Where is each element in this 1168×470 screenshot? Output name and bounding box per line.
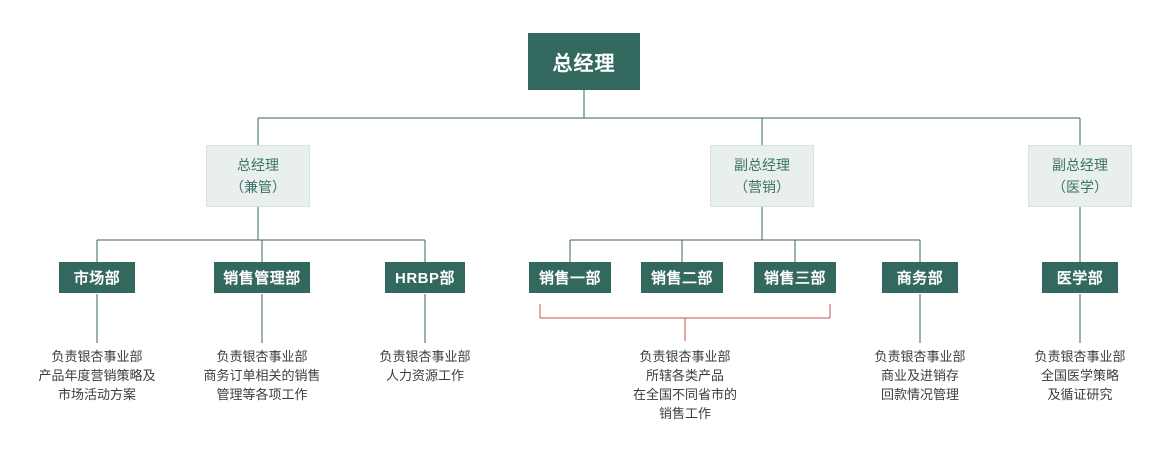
description-marketing-dept: 负责银杏事业部 产品年度营销策略及 市场活动方案 bbox=[38, 349, 156, 402]
org-node-deputy-gm-medical: 副总经理 （医学） bbox=[1028, 145, 1132, 207]
org-node-sales-dept-1: 销售一部 bbox=[529, 262, 611, 293]
org-node-sales-dept-2: 销售二部 bbox=[641, 262, 723, 293]
description-hrbp-dept: 负责银杏事业部 人力资源工作 bbox=[379, 349, 471, 383]
description-medical-dept: 负责银杏事业部 全国医学策略 及循证研究 bbox=[1034, 349, 1126, 402]
hierarchy-lines bbox=[96, 90, 1081, 343]
description-sales-depts: 负责银杏事业部 所辖各类产品 在全国不同省市的 销售工作 bbox=[632, 349, 737, 421]
org-node-gm-concurrent: 总经理 （兼管） bbox=[206, 145, 310, 207]
description-commerce-dept: 负责银杏事业部 商业及进销存 回款情况管理 bbox=[874, 349, 966, 402]
org-node-sales-dept-3: 销售三部 bbox=[754, 262, 836, 293]
org-node-marketing-dept: 市场部 bbox=[59, 262, 135, 293]
org-node-commerce-dept: 商务部 bbox=[882, 262, 958, 293]
description-sales-management-dept: 负责银杏事业部 商务订单相关的销售 管理等各项工作 bbox=[203, 349, 321, 402]
org-node-sales-management-dept: 销售管理部 bbox=[214, 262, 310, 293]
sales-group-bracket bbox=[539, 304, 831, 341]
org-node-general-manager: 总经理 bbox=[528, 33, 640, 90]
org-node-hrbp-dept: HRBP部 bbox=[385, 262, 465, 293]
org-node-deputy-gm-marketing: 副总经理 （营销） bbox=[710, 145, 814, 207]
org-node-medical-dept: 医学部 bbox=[1042, 262, 1118, 293]
